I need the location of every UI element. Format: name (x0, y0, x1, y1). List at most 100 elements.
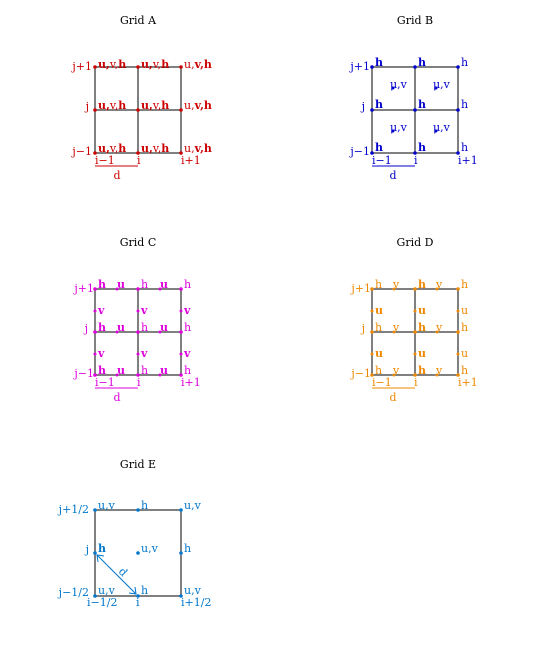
grid-a-y-label-bot: j−1 (70, 145, 92, 158)
grid-c-x-label-right: i+1 (181, 376, 201, 389)
grid-c-y-label-top: j+1 (72, 282, 94, 295)
grid-c-y-label-bot: j−1 (72, 367, 94, 380)
grid-b-y-label-mid: j (360, 100, 365, 113)
grid-d-y-label-mid: j (360, 322, 365, 335)
grid-c: Grid C h h h h h h h h h u u (72, 236, 200, 404)
grid-d-x-label-left: i−1 (372, 376, 392, 389)
grid-a-spacing-label: d (113, 169, 120, 182)
grid-b-h-label: h (461, 56, 468, 69)
grid-e: Grid E u,v h u,v h u,v h u,v h u,v d j+1 (57, 458, 212, 609)
grid-b-center-label: μ,v (390, 78, 408, 91)
grid-d-axis-labels: j+1 j j−1 i−1 i i+1 d (349, 282, 477, 404)
grid-e-corner-label: u,v (184, 584, 202, 597)
grid-c-v-label: v (140, 347, 148, 360)
grid-d-u-label: u (375, 347, 383, 360)
grid-c-h-label: h (184, 364, 191, 377)
grid-d-node-labels: h h h h h h h h h v v v v v v u u u u u … (375, 278, 468, 377)
grid-a-node-label: u,v,h (141, 99, 169, 112)
grid-c-nodes (93, 287, 183, 377)
grid-d-h-label: h (418, 321, 426, 334)
grid-d-x-label-right: i+1 (458, 376, 478, 389)
grid-c-title: Grid C (120, 236, 157, 249)
grid-d-u-label: u (461, 347, 468, 360)
grid-c-axis-labels: j+1 j j−1 i−1 i i+1 d (72, 282, 200, 404)
grid-e-x-label-right: i+1/2 (181, 596, 211, 609)
grid-b-y-label-bot: j−1 (348, 145, 370, 158)
grid-e-nodes (93, 508, 183, 598)
grid-d-h-label: h (461, 364, 468, 377)
grid-b-h-label: h (375, 98, 383, 111)
grid-d: Grid D h h h h h h h h h v v (349, 236, 477, 404)
grid-a-axis-labels: j+1 j j−1 i−1 i i+1 d (70, 60, 200, 182)
grid-b: Grid B h h h h h h h h h μ,v μ,v μ,v μ,v (348, 14, 477, 182)
grid-a-node-labels: u,v,h u,v,h u,v,h u,v,h u,v,h u,v,h u,v,… (98, 58, 212, 155)
grid-c-spacing-label: d (113, 391, 120, 404)
grid-c-u-label: u (160, 364, 168, 377)
grid-d-u-label: u (375, 304, 383, 317)
grid-c-h-label: h (98, 278, 106, 291)
grid-d-u-label: u (418, 347, 426, 360)
grid-e-diagonal-spacing-line (96, 554, 137, 595)
grid-a-node-label: u,v,h (98, 99, 126, 112)
grid-c-h-label: h (141, 364, 148, 377)
grid-c-u-label: u (117, 278, 125, 291)
grid-a-node-label: u,v,h (98, 58, 126, 71)
grid-d-title: Grid D (397, 236, 434, 249)
grid-d-v-label: v (392, 278, 400, 291)
grid-d-h-label: h (375, 278, 382, 291)
grid-b-h-label: h (418, 98, 426, 111)
grid-c-v-label: v (183, 347, 191, 360)
grid-b-title: Grid B (397, 14, 433, 27)
grid-b-h-label: h (375, 141, 383, 154)
grid-e-arrowhead-end (128, 586, 137, 595)
grid-e-node-labels: u,v h u,v h u,v h u,v h u,v d (98, 499, 202, 597)
grid-a-x-label-left: i−1 (95, 154, 115, 167)
grid-c-v-label: v (97, 304, 105, 317)
grid-c-v-label: v (140, 304, 148, 317)
grid-e-corner-label: u,v (98, 584, 116, 597)
grid-e-arrow (96, 554, 137, 595)
grid-a-title: Grid A (120, 14, 157, 27)
grid-d-spacing-label: d (389, 391, 396, 404)
grid-d-h-label: h (461, 321, 468, 334)
grid-e-center-label: u,v (141, 542, 159, 555)
grid-a-y-label-top: j+1 (70, 60, 92, 73)
grid-b-center-label: μ,v (433, 121, 451, 134)
grid-b-nodes (370, 65, 460, 155)
grid-c-u-label: u (117, 364, 125, 377)
grid-e-y-label-bot: j−1/2 (57, 586, 89, 599)
grid-e-x-label-left: i−1/2 (87, 596, 117, 609)
grid-a-y-label-mid: j (84, 100, 89, 113)
grid-c-h-label: h (184, 321, 191, 334)
grid-b-center-label: μ,v (390, 121, 408, 134)
grid-e-mid-label: h (98, 542, 106, 555)
grid-d-y-label-bot: j−1 (349, 367, 371, 380)
grid-c-y-label-mid: j (83, 322, 88, 335)
grid-e-y-label-top: j+1/2 (57, 503, 89, 516)
grid-b-x-label-right: i+1 (458, 154, 478, 167)
grid-b-h-label: h (461, 98, 468, 111)
grid-a-node-label: u,v,h (141, 58, 169, 71)
grid-b-h-label: h (375, 56, 383, 69)
grid-e-corner-label: u,v (98, 499, 116, 512)
grid-c-h-label: h (184, 278, 191, 291)
grid-b-axis-labels: j+1 j j−1 i−1 i i+1 d (348, 60, 477, 182)
grid-e-mid-label: h (184, 542, 191, 555)
grid-d-nodes (370, 287, 460, 377)
grid-c-v-label: v (183, 304, 191, 317)
grid-e-y-label-mid: j (84, 543, 89, 556)
grid-d-h-label: h (375, 321, 382, 334)
grid-b-h-label: h (418, 141, 426, 154)
grid-d-v-label: v (392, 321, 400, 334)
grid-d-v-label: v (435, 364, 443, 377)
grid-a-x-label-mid: i (137, 154, 141, 167)
grid-c-x-label-mid: i (137, 376, 141, 389)
grid-b-spacing-label: d (389, 169, 396, 182)
grid-d-h-label: h (375, 364, 382, 377)
grid-c-h-label: h (98, 321, 106, 334)
grid-a-node-label: u,v,h (184, 58, 212, 71)
grid-d-y-label-top: j+1 (349, 282, 371, 295)
grid-d-u-label: u (461, 304, 468, 317)
grid-d-x-label-mid: i (414, 376, 418, 389)
grid-a-node-label: u,v,h (184, 142, 212, 155)
